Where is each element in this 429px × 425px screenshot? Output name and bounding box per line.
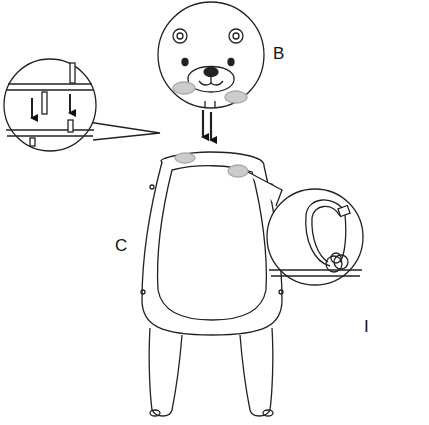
part-letter: I [364, 318, 369, 335]
bear-body [141, 152, 283, 416]
detail-fastener [248, 172, 363, 285]
detail-pegs [4, 59, 160, 151]
assembly-arrows [203, 110, 211, 140]
bear-head [158, 2, 264, 108]
part-letter: C [115, 237, 127, 254]
part-letter: B [273, 45, 284, 62]
